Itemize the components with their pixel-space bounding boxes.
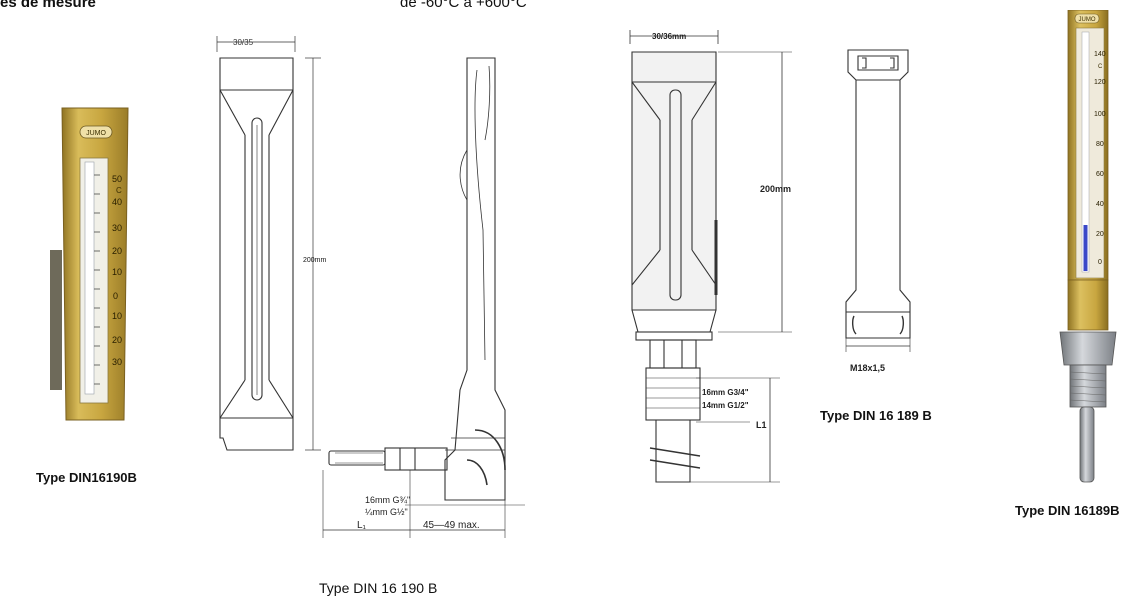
stem-sensor (655, 420, 691, 483)
caption-din-16189b-drawing: Type DIN 16 189 B (820, 408, 932, 423)
dim-l1-label: L₁ (357, 520, 367, 531)
brass-neck (1067, 279, 1109, 331)
scale-labels: 140 120 100 80 60 40 20 0 (1094, 51, 1106, 266)
caption-photo-right: Type DIN 16189B (1015, 503, 1120, 518)
glass-capillary (1081, 31, 1090, 273)
brand-label: JUMO (86, 130, 106, 137)
scale-label: 60 (1096, 171, 1104, 178)
thread-label-1: 16mm G¾" (365, 495, 410, 505)
scale-label: 80 (1096, 141, 1104, 148)
glass-capillary (84, 161, 95, 395)
front-capillary (251, 117, 263, 401)
scale-label: 120 (1094, 79, 1106, 86)
brand-badge (79, 125, 113, 139)
front-view-housing (631, 51, 717, 311)
dim-width-label: 30/36mm (652, 32, 686, 41)
hex-fitting (1059, 331, 1117, 366)
thread-label-2: 14mm G1/2" (702, 401, 749, 410)
dim-l1-label: L1 (756, 420, 767, 430)
temperature-range: de -60°C à +600°C (400, 0, 527, 11)
scale-ticks (94, 174, 100, 385)
scale-window (1075, 27, 1105, 279)
thread-label-1: 16mm G3/4" (702, 388, 749, 397)
scale-label: 0 (113, 291, 118, 301)
scale-label: 140 (1094, 51, 1106, 58)
scale-label: 30 (112, 357, 122, 367)
scale-label: 50 (112, 174, 122, 184)
scale-label: 10 (112, 267, 122, 277)
thermometer-photo-right: JUMO C 140 120 100 80 60 40 20 0 (1059, 10, 1117, 483)
drawing-din-16190b: 30/35 200mm 16mm G¾" ¼mm G½" L₁ 45—49 ma… (216, 36, 525, 538)
angled-fitting (384, 447, 448, 471)
stem-sensor (328, 450, 386, 466)
dim-thread-label: M18x1,5 (850, 363, 885, 373)
scale-label: 20 (112, 335, 122, 345)
scale-label: 10 (112, 311, 122, 321)
mount-bracket (50, 250, 62, 390)
hex-nut (649, 339, 697, 369)
front-capillary (669, 89, 682, 301)
scale-label: 20 (1096, 231, 1104, 238)
thread-label-2: ¼mm G½" (365, 507, 408, 517)
scale-unit: C (1098, 64, 1103, 70)
side-view-housing (444, 57, 506, 501)
scale-label: 30 (112, 223, 122, 233)
brand-badge (1074, 13, 1100, 24)
scale-labels: 50 40 30 20 10 0 10 20 30 (112, 174, 122, 367)
stem-sensor (1079, 406, 1095, 483)
scale-label: 20 (112, 246, 122, 256)
drawing-din-16189b: 30/36mm 200mm 16mm G3/4" 14mm G1/2" L1 M… (629, 30, 911, 483)
caption-din-16190b: Type DIN 16 190 B (319, 580, 438, 596)
caption-photo-left: Type DIN16190B (36, 470, 137, 485)
dim-width-label: 30/35 (233, 38, 254, 47)
side-view-housing (845, 49, 911, 339)
scale-label: 40 (112, 197, 122, 207)
dim-max-label: 45—49 max. (423, 520, 480, 531)
dim-height-label: 200mm (760, 184, 791, 194)
header-title: es de mesure (0, 0, 96, 11)
scale-label: 100 (1094, 111, 1106, 118)
dim-height-label: 200mm (303, 257, 327, 264)
thermometer-photo-left: JUMO C 50 40 30 20 10 0 10 20 30 (50, 107, 129, 421)
brand-label: JUMO (1079, 17, 1096, 23)
scale-label: 0 (1098, 259, 1102, 266)
scale-label: 40 (1096, 201, 1104, 208)
mercury-column (1083, 225, 1088, 271)
front-view-housing (219, 57, 294, 451)
scale-unit: C (116, 186, 122, 195)
housing-base (631, 309, 717, 333)
